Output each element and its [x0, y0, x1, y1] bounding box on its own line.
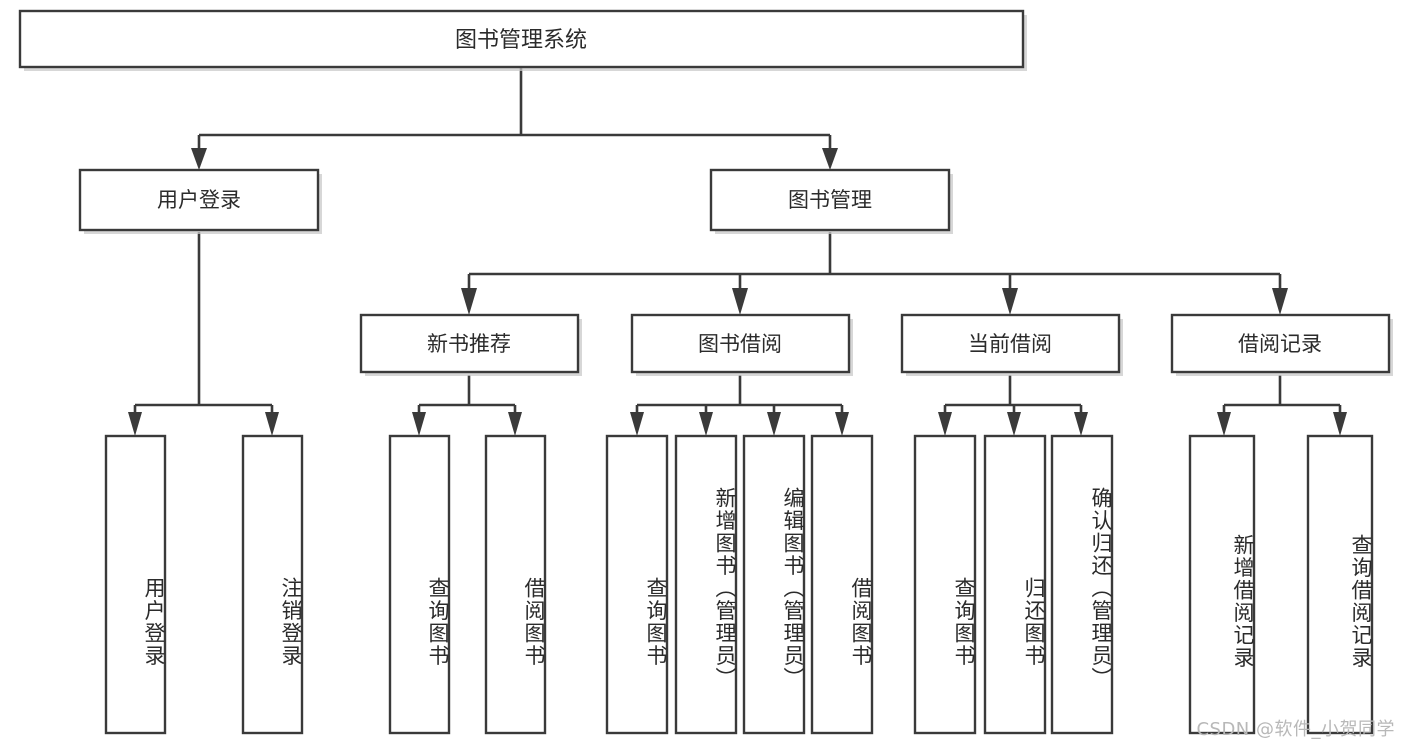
arrow-head-current-borrow	[1002, 288, 1018, 315]
node-user-login-label: 用户登录	[157, 188, 241, 212]
arrow-head-leaf-user-login	[128, 412, 142, 436]
node-book-manage-box[interactable]	[709, 168, 951, 232]
arrow-head-leaf-confirm-return	[1074, 412, 1088, 436]
arrow-head-leaf-add-book	[699, 412, 713, 436]
node-leaf-query-book-2-box[interactable]	[605, 434, 669, 735]
arrow-head-leaf-return-book	[1007, 412, 1021, 436]
node-borrow-record-box[interactable]	[1170, 313, 1391, 374]
arrow-head-leaf-borrow-book-1	[508, 412, 522, 436]
node-new-book-rec-label: 新书推荐	[427, 332, 511, 356]
node-leaf-query-book-3-box[interactable]	[913, 434, 977, 735]
node-leaf-query-book-1-box[interactable]	[388, 434, 451, 735]
arrow-head-user-login	[191, 148, 207, 170]
node-leaf-query-record-box[interactable]	[1306, 434, 1374, 735]
node-leaf-confirm-return-box[interactable]	[1050, 434, 1114, 735]
arrow-head-leaf-borrow-book-2	[835, 412, 849, 436]
connector-layer	[128, 67, 1347, 436]
node-borrow-record-label: 借阅记录	[1238, 332, 1322, 356]
arrow-head-leaf-add-record	[1217, 412, 1231, 436]
arrow-head-new-book-rec	[461, 288, 477, 315]
arrow-head-book-manage	[822, 148, 838, 170]
node-book-borrow-label: 图书借阅	[698, 332, 782, 356]
node-root-box[interactable]	[18, 9, 1025, 69]
node-book-borrow-box[interactable]	[630, 313, 851, 374]
node-leaf-user-logout-box[interactable]	[241, 434, 304, 735]
arrow-head-leaf-user-logout	[265, 412, 279, 436]
arrow-head-leaf-query-book-2	[630, 412, 644, 436]
node-leaf-add-book-box[interactable]	[674, 434, 738, 735]
arrow-head-leaf-query-record	[1333, 412, 1347, 436]
node-book-manage-label: 图书管理	[788, 188, 872, 212]
node-leaf-add-record-box[interactable]	[1188, 434, 1256, 735]
arrow-head-leaf-query-book-3	[938, 412, 952, 436]
node-user-login-box[interactable]	[78, 168, 320, 232]
node-leaf-borrow-book-2-box[interactable]	[810, 434, 874, 735]
node-current-borrow-label: 当前借阅	[968, 332, 1052, 356]
node-root-label: 图书管理系统	[455, 28, 587, 53]
node-leaf-user-login-box[interactable]	[104, 434, 167, 735]
arrow-head-book-borrow	[732, 288, 748, 315]
arrow-head-leaf-query-book-1	[412, 412, 426, 436]
node-leaf-return-book-box[interactable]	[983, 434, 1047, 735]
node-leaf-edit-book-box[interactable]	[742, 434, 806, 735]
arrow-head-borrow-record	[1272, 288, 1288, 315]
node-leaf-borrow-book-1-box[interactable]	[484, 434, 547, 735]
node-new-book-rec-box[interactable]	[359, 313, 580, 374]
node-layer: 图书管理系统 用户登录 图书管理 新书推荐 图书借阅 当前借阅 借阅记录	[18, 9, 1393, 735]
node-current-borrow-box[interactable]	[900, 313, 1121, 374]
arrow-head-leaf-edit-book	[767, 412, 781, 436]
